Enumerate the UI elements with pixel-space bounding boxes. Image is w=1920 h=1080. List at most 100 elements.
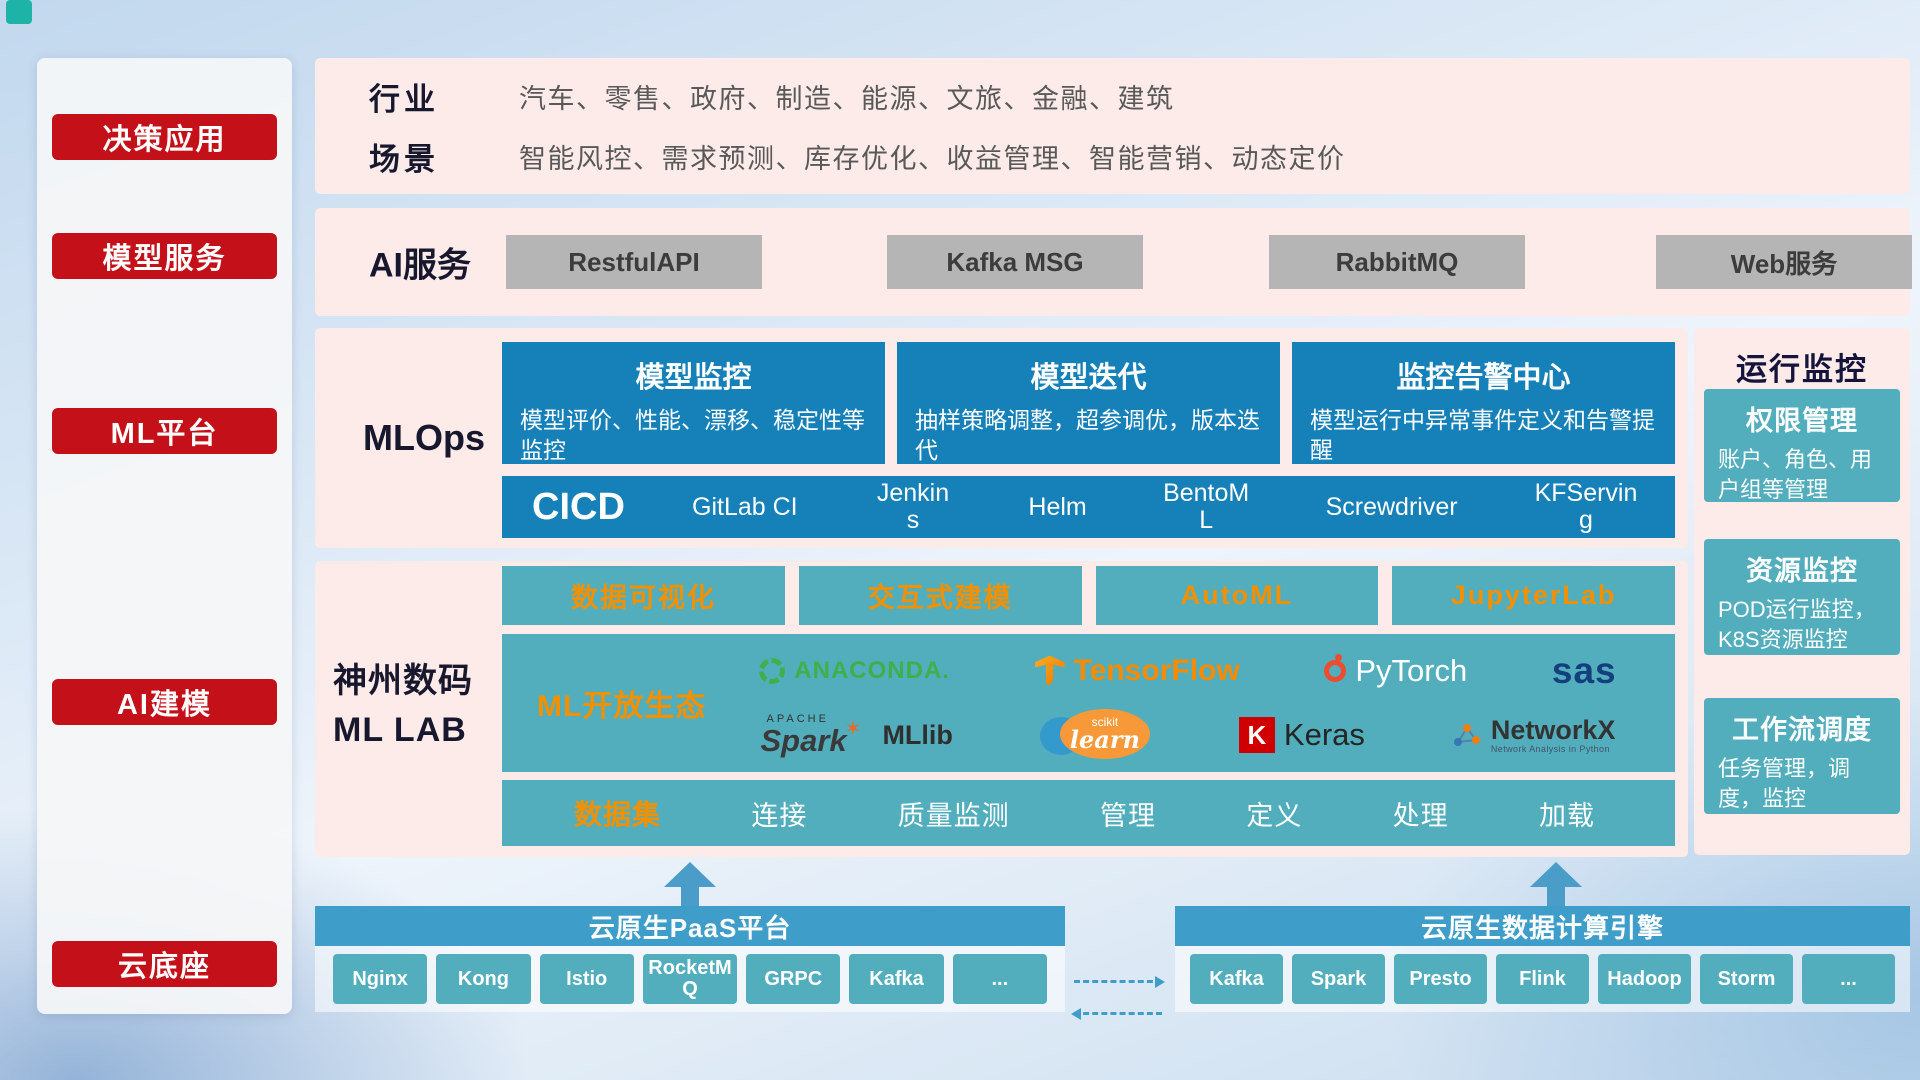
- card-desc: 模型运行中异常事件定义和告警提醒: [1310, 407, 1655, 464]
- sidebar-item-model-service: 模型服务: [52, 233, 277, 279]
- cicd-item-helm: Helm: [1028, 492, 1087, 521]
- cicd-bar: CICD GitLab CI Jenkins Helm BentoML Scre…: [502, 476, 1675, 538]
- mllab-label-line1: 神州数码: [333, 662, 473, 700]
- chip-kafka: Kafka: [1190, 954, 1283, 1004]
- spark-apache-text: APACHE: [766, 713, 829, 726]
- sidebar-item-ai-modeling: AI建模: [52, 679, 277, 725]
- scenario-text: 智能风控、需求预测、库存优化、收益管理、智能营销、动态定价: [519, 143, 1346, 174]
- card-desc: 模型评价、性能、漂移、稳定性等监控: [520, 407, 865, 464]
- card-desc: 抽样策略调整，超参调优，版本迭代: [915, 407, 1260, 464]
- spark-star-icon: [847, 725, 864, 745]
- sidebar: 决策应用 模型服务 ML平台 AI建模 云底座: [37, 58, 292, 1014]
- chip-storm: Storm: [1700, 954, 1793, 1004]
- arrow-head: [1530, 862, 1582, 887]
- card-title: 模型迭代: [1030, 362, 1147, 394]
- keras-icon: K: [1238, 717, 1275, 754]
- pytorch-text: PyTorch: [1355, 652, 1468, 688]
- arrow-stem: [1547, 887, 1565, 906]
- tensorflow-logo: TensorFlow: [1034, 653, 1240, 688]
- cicd-item-jenkins: Jenkins: [876, 479, 950, 534]
- up-arrow-engine: [1530, 862, 1582, 906]
- chip-hadoop: Hadoop: [1598, 954, 1691, 1004]
- mllab-label: 神州数码 ML LAB: [333, 657, 498, 756]
- card-title: 模型监控: [635, 362, 752, 394]
- pytorch-logo: PyTorch: [1324, 653, 1467, 689]
- cicd-items: GitLab CI Jenkins Helm BentoML Screwdriv…: [692, 480, 1641, 534]
- model-monitor-card: 模型监控 模型评价、性能、漂移、稳定性等监控: [502, 342, 885, 464]
- industry-row: 行业 汽车、零售、政府、制造、能源、文旅、金融、建筑: [369, 74, 1890, 118]
- jupyterlab-button: JupyterLab: [1392, 566, 1675, 625]
- data-visualization-button: 数据可视化: [502, 566, 785, 625]
- mllib-text: MLlib: [882, 719, 953, 750]
- mllab-tools-row: 数据可视化 交互式建模 AutoML JupyterLab: [502, 566, 1675, 625]
- dataset-item-load: 加载: [1538, 800, 1595, 831]
- mllab-panel: 神州数码 ML LAB 数据可视化 交互式建模 AutoML JupyterLa…: [315, 561, 1688, 857]
- logo-row-1: ANACONDA. TensorFlow PyTorch sas: [717, 643, 1659, 699]
- cicd-item-screwdriver: Screwdriver: [1325, 492, 1458, 521]
- keras-text: Keras: [1283, 717, 1365, 753]
- cicd-item-kfserving: KFServing: [1534, 479, 1638, 534]
- interactive-modeling-button: 交互式建模: [798, 566, 1082, 625]
- spark-text: Spark: [760, 723, 847, 759]
- spark-logo: APACHE Spark: [760, 713, 864, 759]
- chip-more: ...: [1802, 954, 1895, 1004]
- networkx-subtitle: Network Analysis in Python: [1490, 743, 1610, 754]
- ai-service-panel: AI服务 RestfulAPI Kafka MSG RabbitMQ Web服务: [315, 208, 1912, 316]
- dataset-item-manage: 管理: [1100, 800, 1156, 831]
- engine-chip-strip: Kafka Spark Presto Flink Hadoop Storm ..…: [1175, 946, 1910, 1012]
- scenario-label: 场景: [369, 141, 439, 177]
- dataset-item-define: 定义: [1246, 800, 1303, 831]
- industry-panel: 行业 汽车、零售、政府、制造、能源、文旅、金融、建筑 场景 智能风控、需求预测、…: [315, 58, 1910, 194]
- paas-header: 云原生PaaS平台: [315, 906, 1065, 946]
- anaconda-logo: ANACONDA.: [759, 657, 950, 685]
- cicd-item-gitlab-ci: GitLab CI: [692, 492, 798, 521]
- networkx-icon: [1453, 724, 1480, 747]
- tensorflow-text: TensorFlow: [1073, 653, 1240, 687]
- runtime-monitor-panel: 运行监控 权限管理 账户、角色、用户组等管理 资源监控 POD运行监控，K8S资…: [1694, 328, 1910, 855]
- dataset-item-process: 处理: [1392, 800, 1449, 831]
- mllab-label-line2: ML LAB: [333, 711, 467, 750]
- dataset-row: 数据集 连接 质量监测 管理 定义 处理 加载: [502, 780, 1675, 846]
- anaconda-icon: [759, 657, 786, 684]
- logo-row-2: APACHE Spark MLlib scikit learn: [717, 707, 1659, 763]
- networkx-logo: NetworkX Network Analysis in Python: [1452, 715, 1616, 754]
- card-title: 工作流调度: [1732, 715, 1872, 745]
- card-desc: POD运行监控，K8S资源监控: [1718, 597, 1876, 652]
- sidebar-item-ml-platform: ML平台: [52, 408, 277, 454]
- chip-istio: Istio: [539, 954, 634, 1004]
- arrow-head: [664, 862, 716, 887]
- sas-text: sas: [1551, 649, 1617, 691]
- chip-spark: Spark: [1292, 954, 1385, 1004]
- pytorch-icon: [1324, 653, 1347, 682]
- dataset-label: 数据集: [574, 799, 662, 830]
- mlops-cards: 模型监控 模型评价、性能、漂移、稳定性等监控 模型迭代 抽样策略调整，超参调优，…: [502, 342, 1675, 464]
- learn-text: learn: [1069, 725, 1140, 755]
- restfulapi-button: RestfulAPI: [506, 235, 762, 289]
- scenario-row: 场景 智能风控、需求预测、库存优化、收益管理、智能营销、动态定价: [369, 134, 1890, 178]
- networkx-text: NetworkX: [1490, 715, 1616, 746]
- industry-text: 汽车、零售、政府、制造、能源、文旅、金融、建筑: [519, 83, 1175, 114]
- engine-header: 云原生数据计算引擎: [1175, 906, 1910, 946]
- chip-rocketmq: RocketMQ: [642, 954, 738, 1004]
- paas-chip-strip: Nginx Kong Istio RocketMQ GRPC Kafka ...: [315, 946, 1065, 1012]
- card-title: 监控告警中心: [1396, 362, 1571, 394]
- scikit-learn-badge: scikit learn: [1059, 709, 1150, 760]
- arrow-stem: [681, 887, 699, 906]
- permission-card: 权限管理 账户、角色、用户组等管理: [1704, 389, 1900, 502]
- chip-kafka: Kafka: [849, 954, 944, 1004]
- chip-kong: Kong: [436, 954, 531, 1004]
- ai-service-label: AI服务: [369, 246, 471, 285]
- chip-more: ...: [952, 954, 1047, 1004]
- industry-label: 行业: [369, 81, 439, 117]
- mlops-panel: MLOps 模型监控 模型评价、性能、漂移、稳定性等监控 模型迭代 抽样策略调整…: [315, 328, 1688, 548]
- dataset-item-quality: 质量监测: [897, 800, 1010, 831]
- card-title: 权限管理: [1746, 406, 1858, 436]
- chip-presto: Presto: [1394, 954, 1487, 1004]
- sas-logo: sas: [1552, 650, 1617, 692]
- tensorflow-icon: [1034, 655, 1065, 686]
- card-title: 资源监控: [1746, 556, 1858, 586]
- chip-flink: Flink: [1496, 954, 1589, 1004]
- automl-button: AutoML: [1095, 566, 1379, 625]
- alert-center-card: 监控告警中心 模型运行中异常事件定义和告警提醒: [1292, 342, 1675, 464]
- corner-accent: [6, 0, 32, 24]
